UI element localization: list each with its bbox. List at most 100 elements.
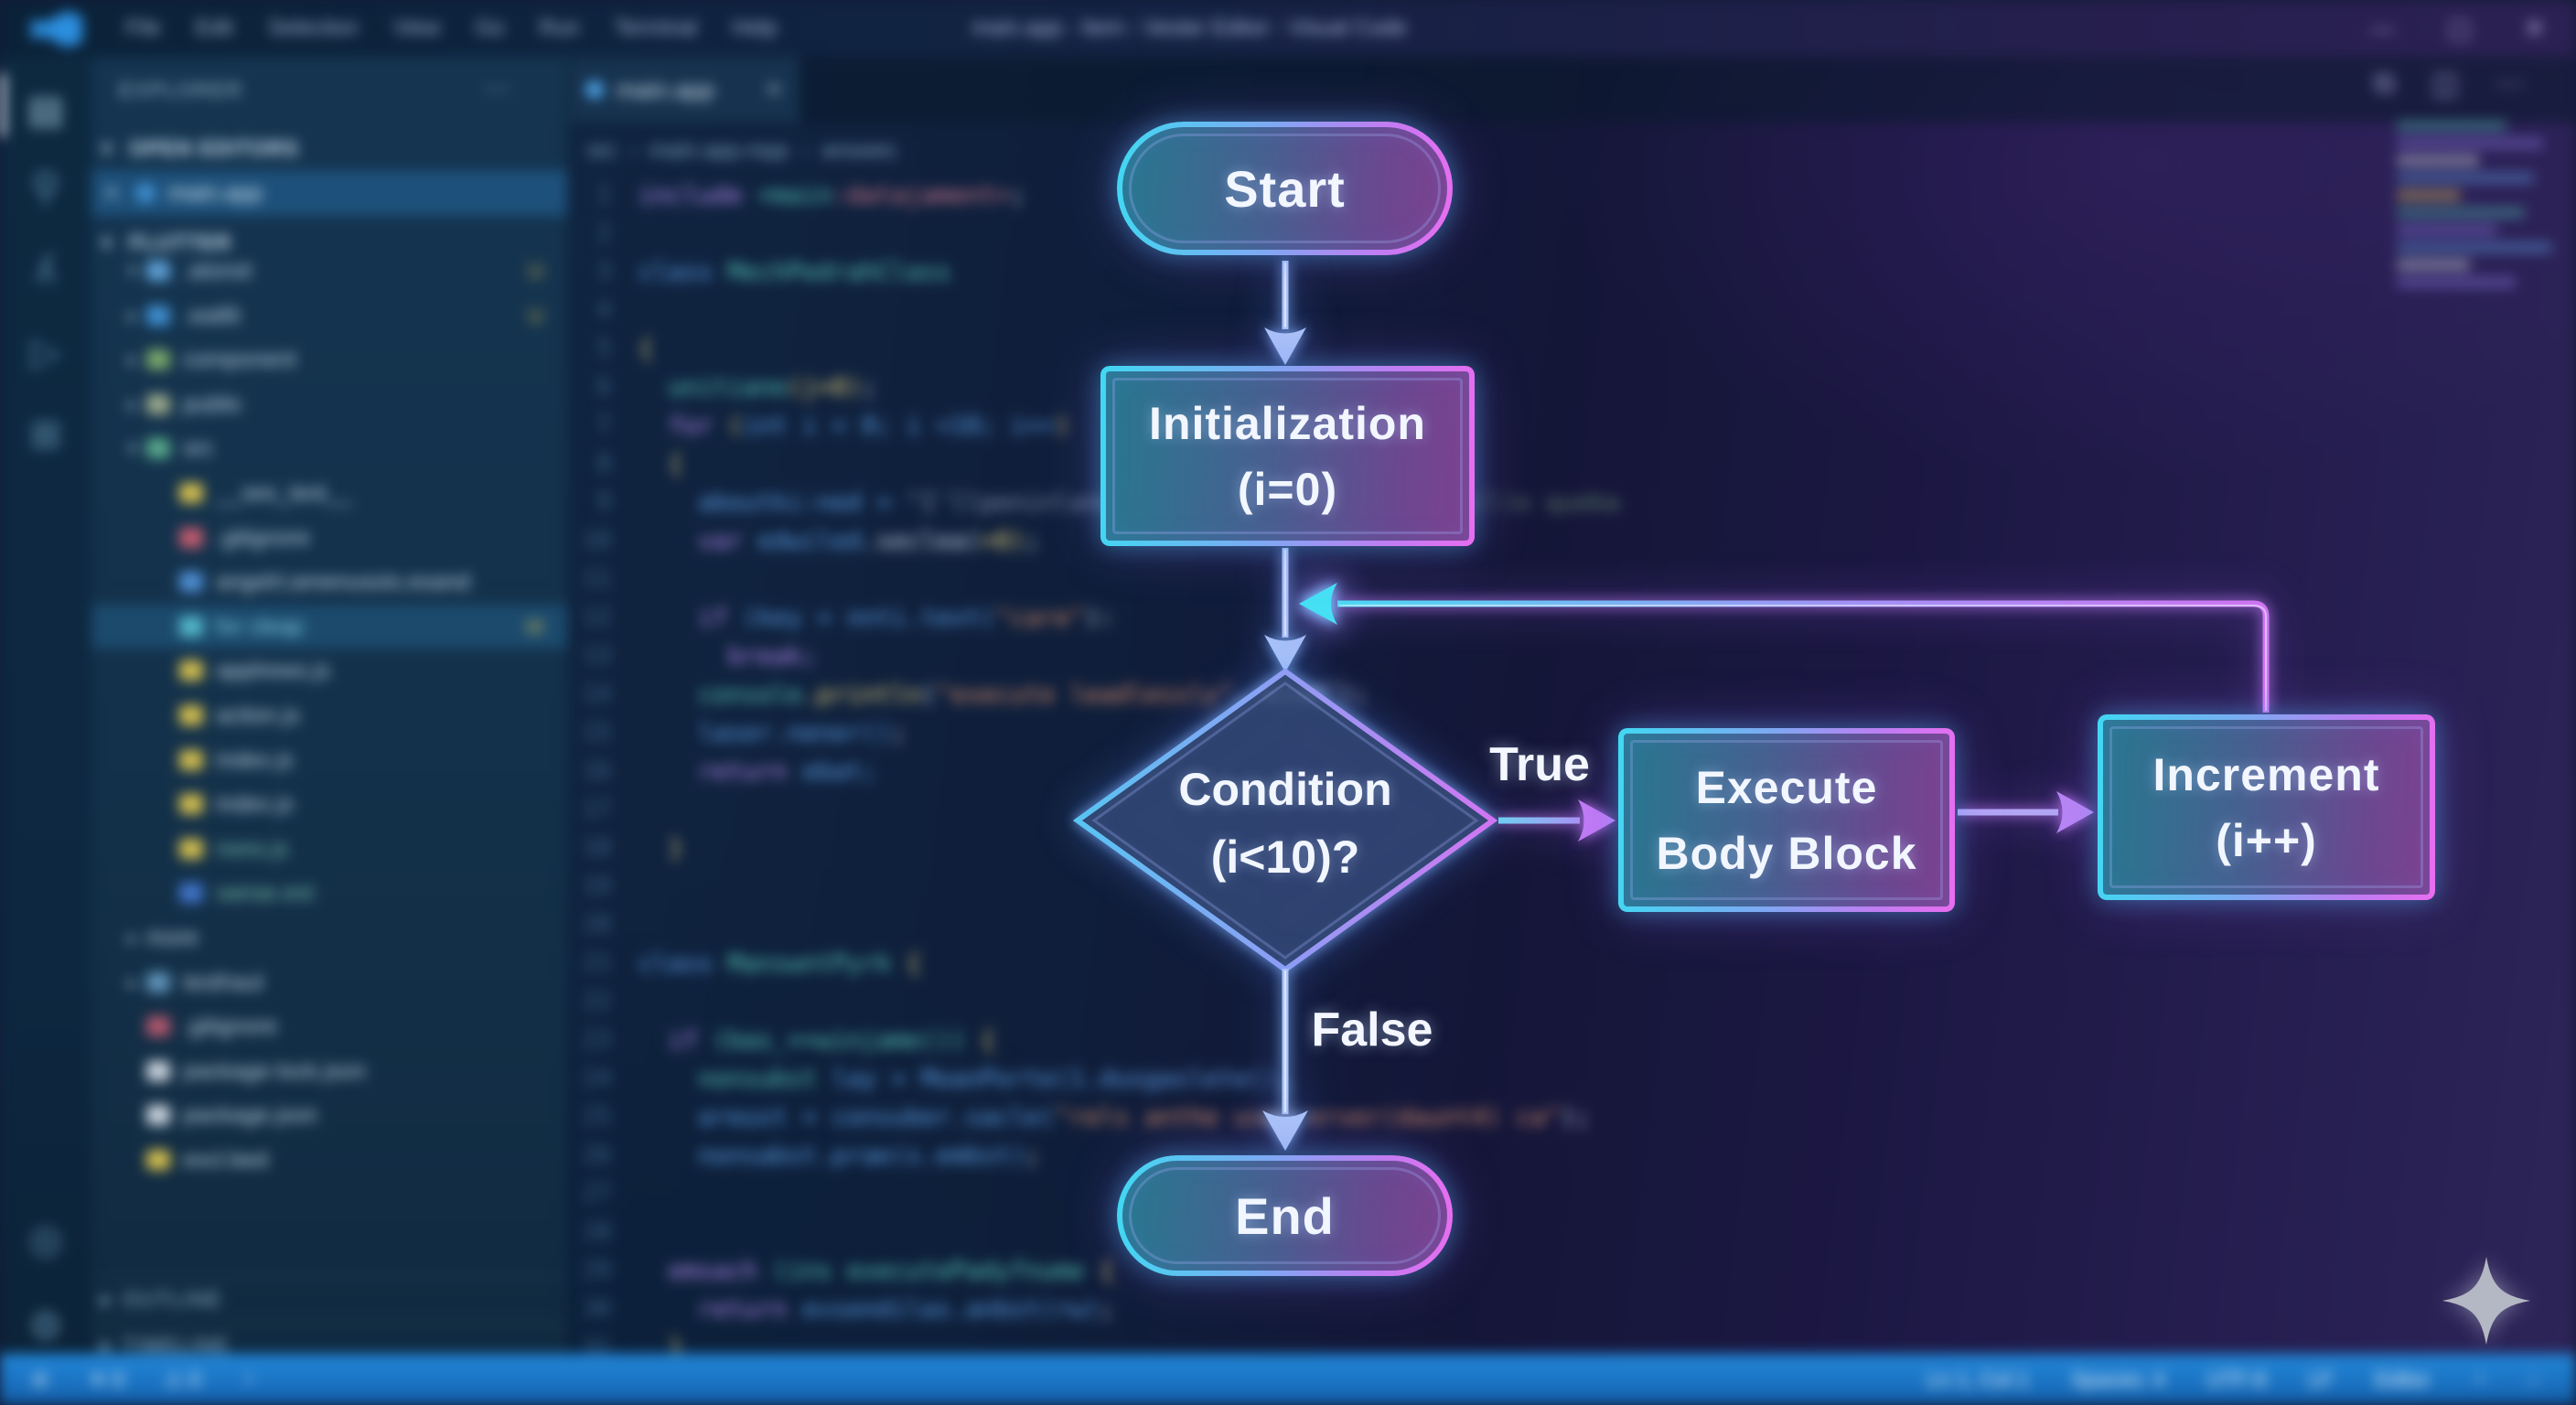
line-number: 5	[596, 335, 611, 362]
tree-item-label: nons.js	[216, 835, 289, 862]
menu-terminal[interactable]: Terminal	[614, 16, 698, 40]
status-cursor-position[interactable]: Ln 1, Col 1	[1927, 1367, 2030, 1391]
tree-item-angelri-amenusois-esand[interactable]: angelri;amenusois.esand	[91, 560, 567, 604]
tree-item-label: .wallit	[183, 302, 241, 328]
settings-icon[interactable]: ⚙	[28, 1304, 63, 1347]
tree-item-nons-js[interactable]: nons.js	[91, 827, 567, 871]
menu-help[interactable]: Help	[732, 16, 778, 40]
tree-item-index-js[interactable]: index.js	[91, 738, 567, 782]
layout-icon[interactable]: ◫	[2431, 67, 2459, 100]
tree-item-label: index.js	[216, 790, 294, 817]
menu-run[interactable]: Run	[539, 16, 580, 40]
extensions-icon[interactable]: ⊞	[29, 413, 62, 456]
explorer-icon[interactable]: ▤	[27, 88, 64, 131]
line-number: 23	[582, 1026, 611, 1054]
status-encoding[interactable]: UTF-8	[2206, 1367, 2267, 1391]
minimize-button[interactable]: —	[2369, 14, 2395, 42]
open-editor-item-main-app[interactable]: ✕ main.app	[91, 170, 567, 216]
more-actions-icon[interactable]: ⋯	[2496, 67, 2525, 100]
status-language-mode[interactable]: Editor	[2375, 1367, 2431, 1391]
code-line: 5{	[567, 329, 2305, 368]
code-token: (	[727, 411, 743, 440]
run-debug-icon[interactable]: ▷	[30, 330, 61, 373]
line-number: 4	[596, 296, 611, 324]
breadcrumb-item[interactable]: answes	[821, 138, 896, 163]
status-eol[interactable]: LF	[2308, 1367, 2334, 1391]
line-number: 27	[582, 1180, 611, 1207]
active-indicator	[0, 73, 5, 137]
status-indentation[interactable]: Spaces: 4	[2071, 1367, 2165, 1391]
breadcrumb-item[interactable]: src	[587, 138, 617, 163]
status-remote-indicator[interactable]: ⊘	[31, 1367, 49, 1391]
status-errors[interactable]: ✕ 0	[89, 1367, 124, 1391]
maximize-button[interactable]: ▢	[2447, 14, 2472, 42]
minimap[interactable]	[2397, 121, 2571, 295]
tree-item--gitignore[interactable]: .gitignore	[91, 516, 567, 560]
menu-file[interactable]: File	[125, 16, 161, 40]
status-sync[interactable]: ◔	[241, 1367, 254, 1391]
sidebar-more-icon[interactable]: ⋯	[483, 74, 510, 104]
menu-selection[interactable]: Selection	[268, 16, 359, 40]
tree-item-applrews-js[interactable]: applrews.js	[91, 649, 567, 692]
status-notifications[interactable]: ◔	[2472, 1367, 2485, 1391]
tree-item-action-js[interactable]: action.js	[91, 693, 567, 737]
menu-view[interactable]: View	[392, 16, 441, 40]
close-button[interactable]: ✕	[2524, 14, 2545, 42]
project-root-header[interactable]: ▾ FLUTTER	[91, 222, 567, 263]
arrow-loopback	[1299, 583, 2270, 713]
tab-close-icon[interactable]: ✕	[764, 77, 783, 102]
tree-item-package-lock-json[interactable]: package-lock.json	[91, 1049, 567, 1093]
tab-main-app[interactable]: main.app ✕	[569, 57, 800, 123]
tree-item-testhaul[interactable]: ▸testhaul	[91, 960, 567, 1004]
account-icon[interactable]: ◎	[28, 1217, 63, 1260]
menu-go[interactable]: Go	[475, 16, 505, 40]
tree-item-excl-bed[interactable]: excl.bed	[91, 1138, 567, 1182]
code-token: break;	[639, 641, 818, 670]
tree-item-more[interactable]: ▸more	[91, 916, 567, 960]
code-token: ;	[1352, 680, 1368, 709]
code-token: nonsubst	[639, 1064, 832, 1093]
folder-icon	[146, 438, 170, 458]
flowchart-node-end: End	[1117, 1155, 1453, 1276]
tree-item-sanse-ext[interactable]: sanse.ext	[91, 871, 567, 915]
code-token: "execute leadlessly"	[936, 680, 1234, 709]
source-control-icon[interactable]: ʎ	[36, 248, 56, 291]
tree-item--gitignore[interactable]: .gitignore	[91, 1004, 567, 1048]
file-icon	[179, 572, 203, 592]
explorer-sidebar: EXPLORER ⋯ ▾ OPEN EDITORS ✕ main.app ▾ F…	[91, 57, 567, 1354]
editor-area[interactable]: main.app ✕ ⧉ ◫ ⋯ src›main.app.mpp›answes 1…	[567, 57, 2576, 1354]
menu-edit[interactable]: Edit	[195, 16, 234, 40]
tree-item-label: more	[146, 924, 199, 950]
file-icon	[179, 705, 203, 725]
code-token: laser.nener()	[639, 718, 892, 747]
status-feedback[interactable]: ◌	[2527, 1367, 2539, 1391]
code-token: class	[639, 257, 728, 286]
tree-item-package-json[interactable]: package.json	[91, 1093, 567, 1137]
sidebar-section-outline[interactable]: ▸OUTLINE	[91, 1277, 567, 1319]
code-token: )	[1055, 411, 1070, 440]
close-icon[interactable]: ✕	[102, 180, 121, 205]
tree-item-component[interactable]: ▸component	[91, 338, 567, 381]
status-bar: ⊘ ✕ 0 ⚠ 0 ◔ Ln 1, Col 1 Spaces: 4 UTF-8 LF Edit…	[0, 1354, 2576, 1405]
tree-item-src[interactable]: ▾src	[91, 426, 567, 470]
sidebar-section-timeline[interactable]: ▸TIMELINE	[91, 1323, 567, 1354]
breadcrumb[interactable]: src›main.app.mpp›answes	[587, 128, 896, 174]
tree-item--ses-test-[interactable]: __ses_test__	[91, 471, 567, 515]
open-editors-header[interactable]: ▾ OPEN EDITORS	[91, 128, 567, 168]
tree-item-index-js[interactable]: index.js	[91, 782, 567, 826]
breadcrumb-item[interactable]: main.app.mpp	[649, 138, 789, 163]
status-warnings[interactable]: ⚠ 0	[164, 1367, 201, 1391]
code-token: edwiled	[757, 526, 862, 555]
code-token: int i = 0; i <10; i++	[742, 411, 1056, 440]
search-icon[interactable]: ⚲	[31, 166, 60, 209]
sparkle-icon	[2442, 1257, 2530, 1345]
git-status-badge: U	[528, 258, 543, 283]
split-editor-icon[interactable]: ⧉	[2373, 66, 2395, 99]
code-line: 14 console.println("execute leadlessly",…	[567, 675, 2305, 713]
tree-item-public[interactable]: ▸public	[91, 382, 567, 426]
